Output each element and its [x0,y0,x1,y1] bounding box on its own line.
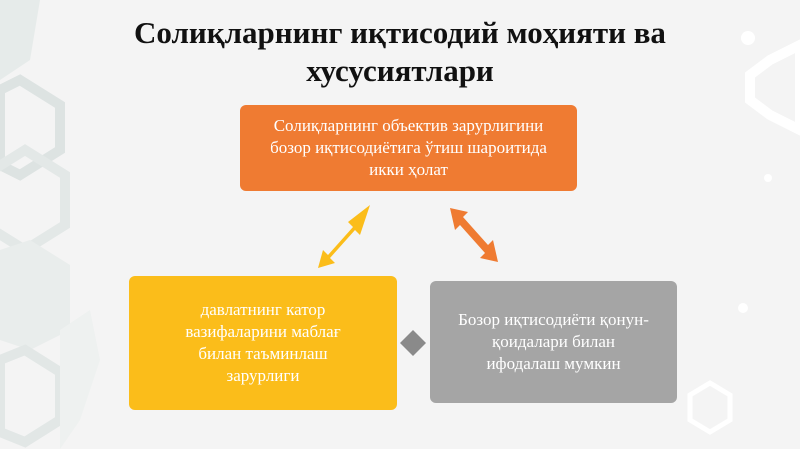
node-left-text: давлатнинг катор вазифаларини маблағ бил… [185,300,341,385]
diamond-connector-icon [400,330,426,356]
double-arrow-left-icon [318,205,370,268]
node-top-text: Солиқларнинг объектив зарурлигини бозор … [270,116,547,179]
node-left-box: давлатнинг катор вазифаларини маблағ бил… [129,276,397,410]
node-top-box: Солиқларнинг объектив зарурлигини бозор … [240,105,577,191]
double-arrow-right-icon [450,208,498,262]
node-right-text: Бозор иқтисодиёти қонун-қоидалари билан … [458,310,649,373]
node-right-box: Бозор иқтисодиёти қонун-қоидалари билан … [430,281,677,403]
slide-title: Солиқларнинг иқтисодий моҳияти ва хусуси… [134,15,666,88]
